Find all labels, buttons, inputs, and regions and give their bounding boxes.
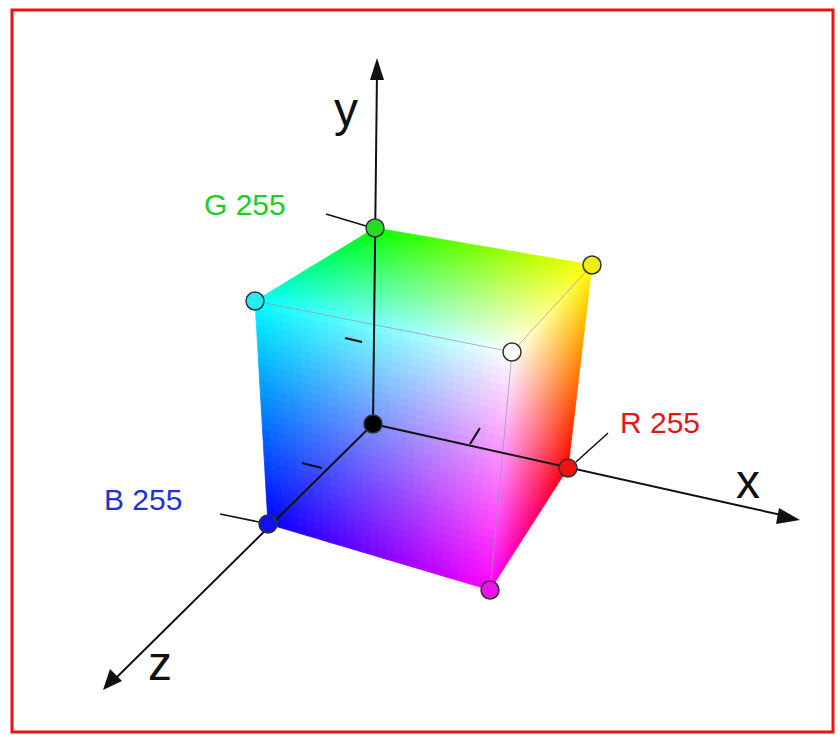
y-axis xyxy=(373,72,377,424)
axis-label: y xyxy=(334,86,358,134)
channel-max-label: B 255 xyxy=(104,485,182,515)
x-axis xyxy=(373,424,786,516)
cube-axes xyxy=(103,58,800,690)
cube-faces xyxy=(255,228,592,590)
slide-frame xyxy=(12,10,833,732)
axis-label: z xyxy=(148,640,172,688)
channel-max-label: G 255 xyxy=(204,190,286,220)
channel-max-label: R 255 xyxy=(620,408,700,438)
axis-label: x xyxy=(736,458,760,506)
